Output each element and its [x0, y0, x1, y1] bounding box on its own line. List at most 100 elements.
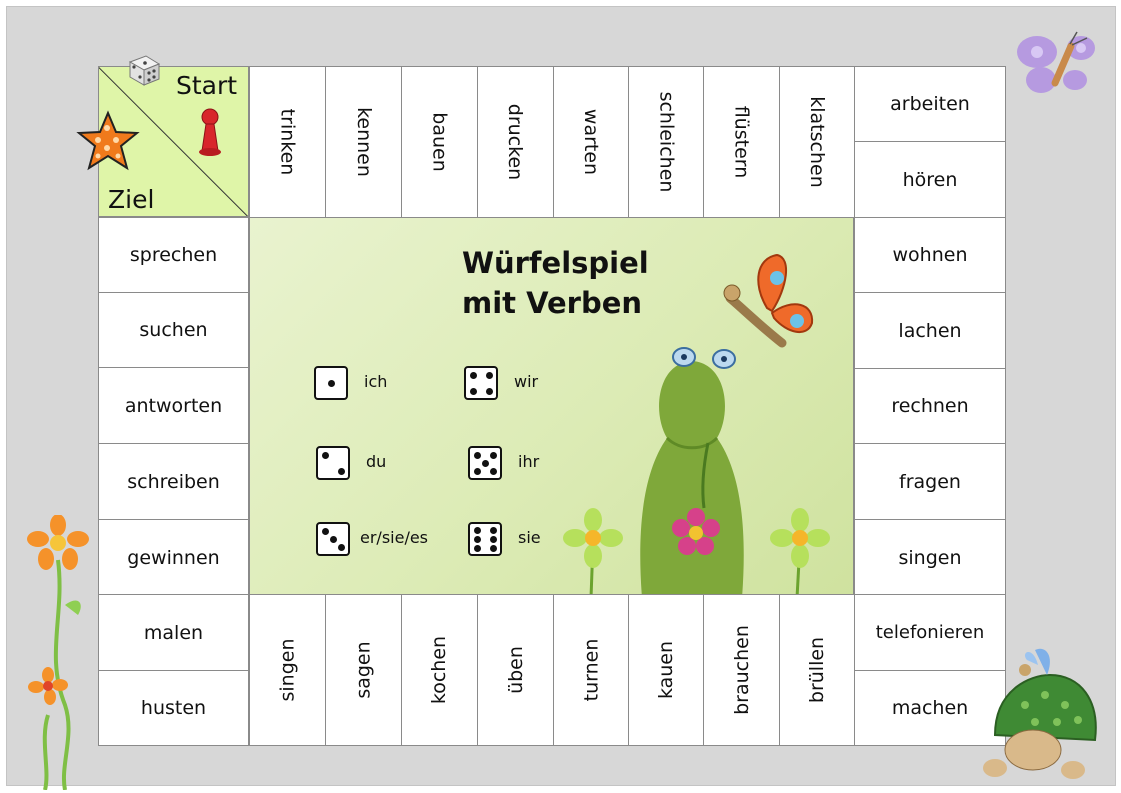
square-verb: üben	[504, 646, 527, 694]
die-pip	[474, 545, 481, 552]
center-panel: Würfelspiel mit Verben ich du er/sie/es wir…	[249, 217, 854, 595]
start-label: Start	[176, 71, 238, 100]
die-pip	[338, 544, 345, 551]
die-face-5-icon	[468, 446, 502, 480]
square-bottom-row-4[interactable]: turnen	[553, 594, 629, 746]
square-verb: rechnen	[891, 395, 969, 417]
die-pip	[330, 536, 337, 543]
square-bottom-row-5[interactable]: kauen	[628, 594, 704, 746]
pronoun-label: sie	[518, 528, 541, 547]
die-pip	[474, 468, 481, 475]
die-pip	[490, 536, 497, 543]
square-verb: drucken	[504, 103, 527, 181]
square-right-column-1[interactable]: lachen	[854, 292, 1006, 369]
square-top-row-6[interactable]: flüstern	[703, 66, 780, 218]
die-pip	[328, 380, 335, 387]
die-pip	[486, 388, 493, 395]
square-bottom-right-1[interactable]: machen	[854, 670, 1006, 746]
die-pip	[474, 527, 481, 534]
square-verb: bauen	[428, 112, 451, 172]
square-right-column-4[interactable]: singen	[854, 519, 1006, 596]
square-left-column-3[interactable]: schreiben	[98, 443, 249, 520]
title-line-1: Würfelspiel	[462, 246, 649, 280]
title-line-2: mit Verben	[462, 286, 643, 320]
square-verb: trinken	[276, 108, 299, 176]
square-verb: turnen	[580, 638, 602, 702]
flower-icon	[770, 508, 830, 594]
square-top-row-3[interactable]: drucken	[477, 66, 554, 218]
die-pip	[474, 536, 481, 543]
square-top-row-1[interactable]: kennen	[325, 66, 402, 218]
square-verb: suchen	[139, 319, 208, 341]
square-left-column-0[interactable]: sprechen	[98, 217, 249, 293]
square-left-column-2[interactable]: antworten	[98, 367, 249, 444]
die-pip	[322, 528, 329, 535]
die-pip	[486, 372, 493, 379]
square-bottom-row-0[interactable]: singen	[249, 594, 326, 746]
square-verb: schreiben	[127, 470, 220, 493]
square-top-row-5[interactable]: schleichen	[628, 66, 704, 218]
square-verb: malen	[143, 621, 204, 644]
square-right-column-3[interactable]: fragen	[854, 443, 1006, 520]
square-bottom-row-7[interactable]: brüllen	[779, 594, 855, 746]
square-verb: antworten	[124, 394, 223, 417]
pronoun-label: ihr	[518, 452, 540, 471]
die-face-1-icon	[314, 366, 348, 400]
pronoun-label: du	[366, 452, 387, 471]
square-verb: singen	[276, 638, 299, 702]
die-face-6-icon	[468, 522, 502, 556]
square-verb: fragen	[899, 470, 961, 493]
square-verb: wohnen	[892, 244, 968, 266]
dice-icon	[128, 55, 161, 86]
square-verb: flüstern	[730, 105, 753, 179]
pronoun-label: ich	[364, 372, 388, 391]
start-goal-corner[interactable]: Start Ziel	[98, 66, 249, 217]
flower-icon	[27, 515, 89, 790]
square-bottom-left-1[interactable]: husten	[98, 670, 249, 746]
square-right-column-2[interactable]: rechnen	[854, 368, 1006, 444]
square-right-column-0[interactable]: wohnen	[854, 217, 1006, 293]
square-bottom-row-2[interactable]: kochen	[401, 594, 478, 746]
square-top-row-2[interactable]: bauen	[401, 66, 478, 218]
square-top-row-0[interactable]: trinken	[249, 66, 326, 218]
square-verb: brauchen	[730, 625, 753, 715]
die-pip	[490, 527, 497, 534]
square-top-row-4[interactable]: warten	[553, 66, 629, 218]
die-face-2-icon	[316, 446, 350, 480]
square-top-right-1[interactable]: hören	[854, 141, 1006, 218]
square-bottom-row-3[interactable]: üben	[477, 594, 554, 746]
square-left-column-4[interactable]: gewinnen	[98, 519, 249, 596]
turtle-illustration	[983, 648, 1097, 779]
square-verb: machen	[891, 697, 969, 719]
die-pip	[322, 452, 329, 459]
square-verb: schleichen	[655, 91, 678, 193]
square-bottom-row-1[interactable]: sagen	[325, 594, 402, 746]
flower-icon	[563, 508, 623, 594]
square-verb: telefonieren	[875, 622, 985, 643]
square-top-row-7[interactable]: klatschen	[779, 66, 855, 218]
square-verb: warten	[580, 108, 602, 176]
pronoun-label: wir	[514, 372, 539, 391]
flower-icon	[672, 508, 720, 555]
frog-illustration	[640, 347, 744, 594]
die-pip	[338, 468, 345, 475]
die-pip	[470, 388, 477, 395]
game-piece-icon	[199, 108, 221, 156]
square-verb: sprechen	[129, 244, 218, 266]
square-verb: brüllen	[805, 636, 828, 704]
square-verb: husten	[140, 697, 207, 719]
square-verb: singen	[898, 546, 962, 569]
square-verb: kochen	[428, 635, 451, 705]
pronoun-label: er/sie/es	[360, 528, 429, 547]
square-verb: sagen	[352, 641, 375, 699]
square-left-column-1[interactable]: suchen	[98, 292, 249, 368]
square-bottom-row-6[interactable]: brauchen	[703, 594, 780, 746]
die-face-4-icon	[464, 366, 498, 400]
square-bottom-right-0[interactable]: telefonieren	[854, 594, 1006, 671]
die-pip	[474, 452, 481, 459]
square-verb: hören	[902, 168, 958, 191]
die-pip	[490, 545, 497, 552]
butterfly-icon	[723, 253, 814, 348]
square-top-right-0[interactable]: arbeiten	[854, 66, 1006, 142]
square-bottom-left-0[interactable]: malen	[98, 594, 249, 671]
